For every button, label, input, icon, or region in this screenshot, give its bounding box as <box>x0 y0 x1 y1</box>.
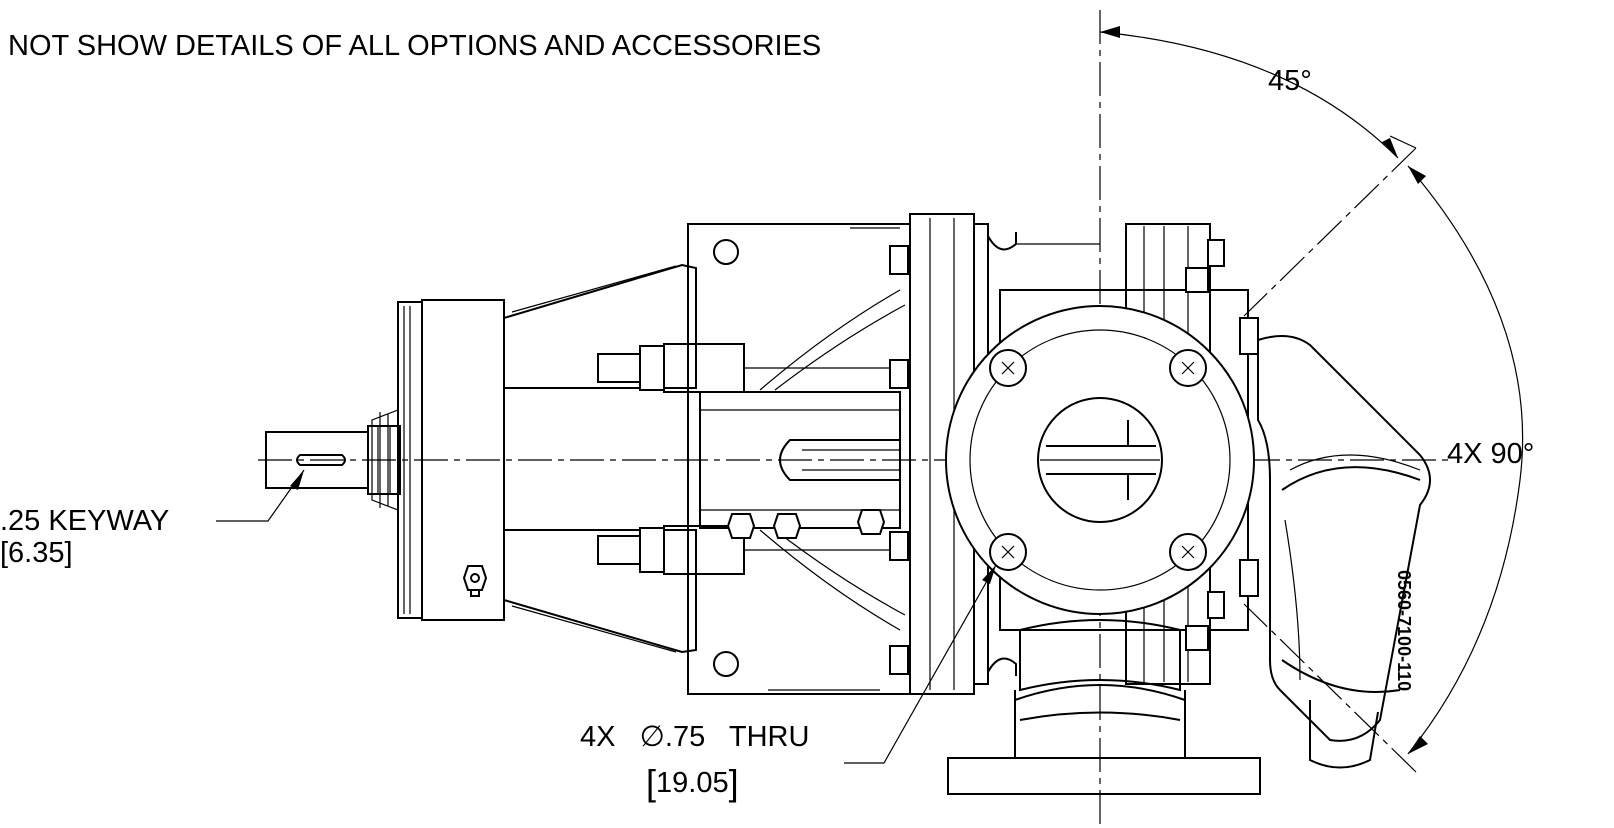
elbow-fitting <box>1257 335 1431 769</box>
keyway-metric-label: [6.35] <box>0 537 73 569</box>
leader-lines <box>216 469 997 764</box>
pump-casing <box>945 223 1259 692</box>
bracket-close: ] <box>728 762 739 803</box>
bracket-open: [ <box>646 762 657 803</box>
hole-dimension-label: 4X ∅.75 THRU <box>580 721 810 753</box>
angle-dimensions <box>1099 26 1524 755</box>
hole-metric-value: 19.05 <box>656 767 729 799</box>
hole-metric-label: [19.05] <box>646 762 739 801</box>
base-foot <box>947 684 1261 795</box>
keyway-dimension-label: .25 KEYWAY <box>0 505 170 537</box>
centerlines <box>258 10 1450 828</box>
shaft <box>265 425 401 495</box>
bearing-cover <box>371 299 505 621</box>
part-marking: 0560-7100-110 <box>1394 570 1414 691</box>
studs-and-nuts <box>597 245 909 675</box>
angle-45-label: 45° <box>1268 65 1312 97</box>
angle-90-label: 4X 90° <box>1447 438 1535 470</box>
general-note: NOT SHOW DETAILS OF ALL OPTIONS AND ACCE… <box>8 30 822 62</box>
bolt-holes <box>989 349 1207 571</box>
bearing-frame <box>503 223 911 695</box>
